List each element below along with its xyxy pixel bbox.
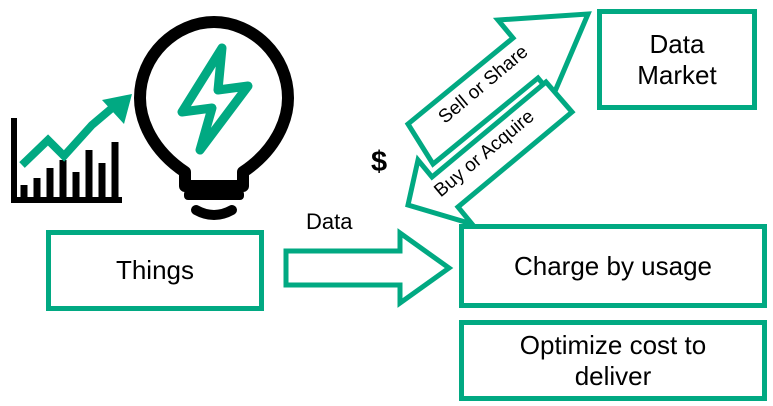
trend-chart-icon [11,94,132,203]
optimize-label-line2: deliver [574,360,652,391]
charge-by-usage-label: Charge by usage [513,250,713,281]
data-market-label-line2: Market [637,59,717,90]
things-label: Things [115,255,195,285]
things-node: Things [46,230,264,311]
data-edge-label: Data [306,209,353,234]
optimize-label-line1: Optimize cost to [519,329,707,360]
charge-by-usage-node: Charge by usage [459,224,767,308]
data-market-label-line1: Data [649,28,705,59]
optimize-cost-node: Optimize cost to deliver [459,320,767,401]
data-flow-arrow [283,228,454,308]
data-market-node: Data Market [597,9,757,110]
currency-symbol: $ [371,146,388,178]
lightbulb-lightning-icon [134,16,294,220]
